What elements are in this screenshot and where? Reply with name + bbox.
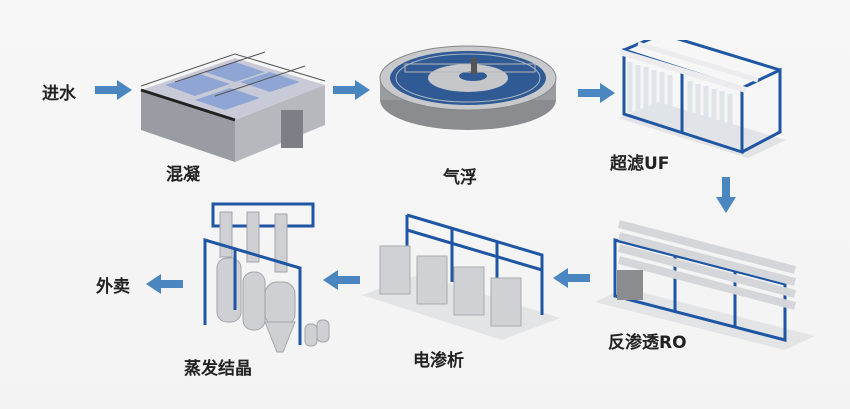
node-label-electrodialysis: 电渗析 <box>413 351 464 371</box>
node-label-air-flotation: 气浮 <box>443 168 477 188</box>
node-label-reverse-osmosis: 反渗透RO <box>608 333 687 353</box>
arrow-inlet-to-coagulation <box>95 80 132 100</box>
arrow-coagulation-to-air-flotation <box>333 80 370 100</box>
arrow-electrodialysis-to-evaporation <box>323 270 360 290</box>
arrow-reverse-osmosis-to-electrodialysis <box>553 268 590 288</box>
arrow-ultrafiltration-to-reverse-osmosis <box>716 177 736 213</box>
evaporation-crystallizer-illustration <box>203 202 330 353</box>
arrow-evaporation-to-sale <box>146 274 183 294</box>
electrodialysis-stack-illustration <box>362 213 560 340</box>
node-label-inlet: 进水 <box>42 84 76 104</box>
air-flotation-tank-illustration <box>379 45 557 130</box>
node-label-ultrafiltration: 超滤UF <box>610 154 670 174</box>
coagulation-tank-illustration <box>140 51 326 162</box>
reverse-osmosis-skid-illustration <box>595 220 815 350</box>
ultrafiltration-skid-illustration <box>618 40 786 158</box>
arrow-air-flotation-to-ultrafiltration <box>578 83 615 103</box>
node-label-evaporation-crystallization: 蒸发结晶 <box>184 359 252 379</box>
node-label-coagulation: 混凝 <box>166 165 200 185</box>
node-label-sale: 外卖 <box>96 277 130 297</box>
